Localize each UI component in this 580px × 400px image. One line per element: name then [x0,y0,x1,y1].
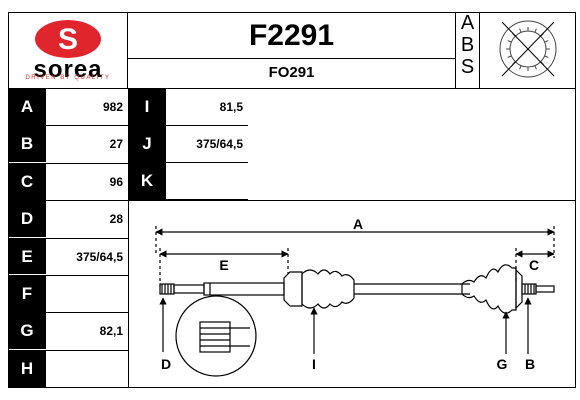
spec-row-d: D 28 [8,201,128,239]
spec-label-e: E [8,238,46,275]
spec-value-d: 28 [109,212,123,227]
header-bottom-line [8,88,576,89]
svg-text:S: S [58,23,78,56]
spec-value-j: 375/64,5 [196,136,243,151]
dim-label-a: A [353,216,363,232]
spec-value-f [46,276,128,312]
spec-label-d: D [8,201,46,238]
spec-row-g: G 82,1 [8,313,128,351]
spec-value-e: 375/64,5 [76,249,123,264]
logo-cell: S sorea DRIVEN BY QUALITY [8,12,128,88]
brand-tagline: DRIVEN BY QUALITY [25,75,111,81]
spec-row-a: A 982 [8,89,128,127]
part-code: F2291 [248,19,335,52]
spec-label-a: A [8,89,46,125]
abs-ring-crossed-icon [499,20,557,78]
abs-letter-b: B [460,34,475,56]
sorea-logo-icon: S [35,20,101,58]
spec-value-a: 982 [102,99,123,114]
spec-row-b: B 27 [8,126,128,164]
part-subcode: FO291 [268,64,315,81]
spec-value-k [166,163,248,199]
spec-row-h: H [8,350,128,389]
spec-value-b: 27 [109,137,123,152]
dim-label-c: C [529,257,539,273]
spec-label-f: F [8,276,46,312]
spec-label-c: C [8,163,46,200]
spec-label-h: H [8,350,46,387]
dim-label-g: G [497,356,508,372]
dim-label-e: E [219,257,228,273]
abs-column: A B S [455,12,480,88]
abs-letter-a: A [460,12,475,34]
abs-ring-cell [480,12,576,88]
spec-label-i: I [128,89,166,125]
spec-label-b: B [8,126,46,163]
spec-value-h [46,351,128,387]
header-divider [128,58,455,59]
dim-label-b: B [525,356,535,372]
spec-label-j: J [128,126,166,162]
spec-row-i: I 81,5 [128,89,248,126]
dim-label-i: I [312,356,316,372]
spec-row-e: E 375/64,5 [8,238,128,276]
brand-name: sorea [33,56,103,83]
spec-row-j: J 375/64,5 [128,126,248,163]
dim-label-d: D [161,356,171,372]
spec-value-i: 81,5 [219,99,243,114]
driveshaft-diagram: A E C D I G B [155,216,555,377]
spec-label-g: G [8,313,46,350]
spec-label-k: K [128,163,166,199]
spec-row-k: K [128,163,248,200]
right-table-bottom-line [128,200,576,201]
spec-row-f: F [8,276,128,314]
abs-letter-s: S [460,56,475,78]
spec-row-c: C 96 [8,163,128,202]
table-divider-vertical [128,88,129,388]
spec-value-c: 96 [109,174,123,189]
spec-value-g: 82,1 [99,324,123,339]
